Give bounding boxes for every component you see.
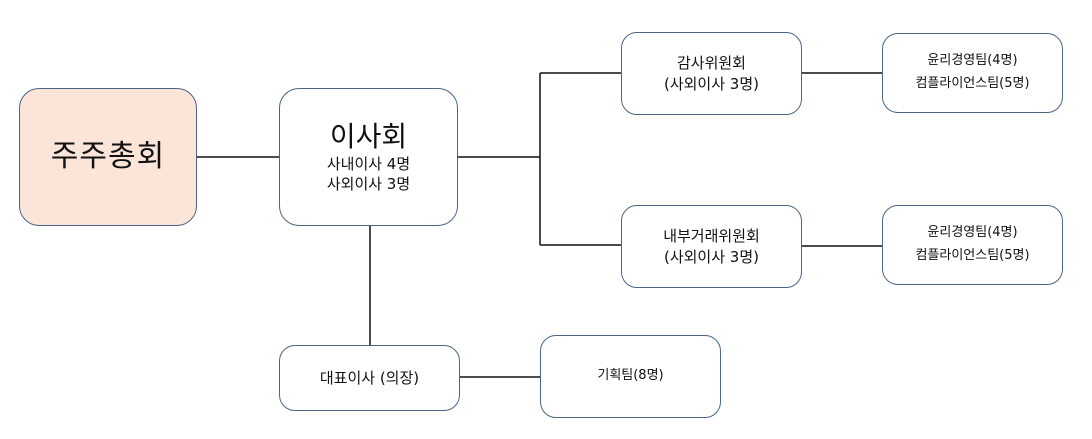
related-party-compliance-team: 컴플라이언스팀(5명) [915,248,1030,263]
board-inside-directors: 사내이사 4명 [326,155,411,174]
board-outside-directors: 사외이사 3명 [326,174,411,193]
related-party-committee-name: 내부거래위원회 [663,227,760,246]
audit-ethics-team: 윤리경영팀(4명) [927,53,1018,69]
related-party-committee-members: (사외이사 3명) [663,247,760,266]
planning-team-label: 기획팀(8명) [597,368,664,384]
ceo-box: 대표이사 (의장) [279,345,460,411]
board-of-directors-box: 이사회 사내이사 4명 사외이사 3명 [279,88,458,226]
planning-team-box: 기획팀(8명) [540,335,721,418]
related-party-ethics-team: 윤리경영팀(4명) [927,225,1018,241]
board-title: 이사회 [329,119,408,153]
related-party-committee-box: 내부거래위원회 (사외이사 3명) [621,205,802,288]
audit-committee-name: 감사위원회 [676,54,746,73]
audit-teams-box: 윤리경영팀(4명) 컴플라이언스팀(5명) [882,33,1063,113]
shareholders-meeting-box: 주주총회 [19,88,197,226]
audit-compliance-team: 컴플라이언스팀(5명) [915,76,1030,91]
related-party-teams-box: 윤리경영팀(4명) 컴플라이언스팀(5명) [882,205,1063,285]
ceo-label: 대표이사 (의장) [319,368,420,387]
shareholders-meeting-label: 주주총회 [50,139,166,175]
audit-committee-box: 감사위원회 (사외이사 3명) [621,32,802,115]
audit-committee-members: (사외이사 3명) [663,74,760,93]
